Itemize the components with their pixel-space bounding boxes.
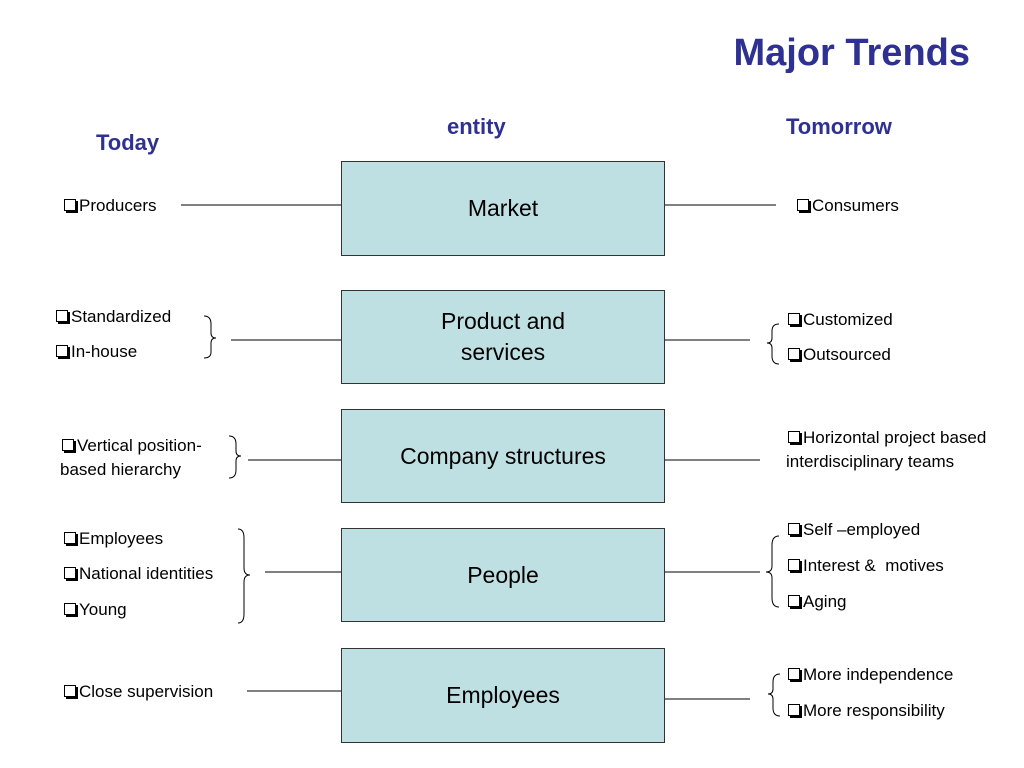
tomorrow-item: More independence <box>786 665 953 685</box>
brace-left <box>767 673 781 717</box>
checkbox-bullet-icon <box>788 348 800 360</box>
entity-box-employees: Employees <box>341 648 665 743</box>
brace-left <box>766 323 780 365</box>
checkbox-bullet-icon <box>788 704 800 716</box>
entity-box-people: People <box>341 528 665 622</box>
entity-label: Market <box>467 195 539 221</box>
today-item: Vertical position-based hierarchy <box>60 436 202 479</box>
today-item: Standardized <box>54 307 171 327</box>
tomorrow-item: Interest & motives <box>786 556 944 576</box>
today-item: In-house <box>54 342 137 362</box>
checkbox-bullet-icon <box>56 310 68 322</box>
entity-label: Company structures <box>400 442 606 469</box>
checkbox-bullet-icon <box>797 199 809 211</box>
brace-left <box>765 535 780 608</box>
today-item: Producers <box>62 196 156 216</box>
checkbox-bullet-icon <box>788 431 800 443</box>
brace-right <box>228 435 242 479</box>
today-item: Close supervision <box>62 682 213 702</box>
checkbox-bullet-icon <box>788 559 800 571</box>
checkbox-bullet-icon <box>64 199 76 211</box>
checkbox-bullet-icon <box>788 523 800 535</box>
entity-box-market: Market <box>341 161 665 256</box>
tomorrow-item: Aging <box>786 592 846 612</box>
checkbox-bullet-icon <box>788 668 800 680</box>
entity-label: Product and <box>440 308 566 334</box>
entity-label: People <box>467 561 539 588</box>
checkbox-bullet-icon <box>62 439 74 451</box>
tomorrow-item: Consumers <box>795 196 899 216</box>
brace-right <box>203 315 217 359</box>
tomorrow-item: Self –employed <box>786 520 920 540</box>
entity-label: Employees <box>446 682 560 708</box>
checkbox-bullet-icon <box>64 603 76 615</box>
today-item: Employees <box>62 529 163 549</box>
slide-title: Major Trends <box>733 32 971 74</box>
brace-right <box>237 528 251 624</box>
checkbox-bullet-icon <box>788 595 800 607</box>
entity-box-company-structures: Company structures <box>341 409 665 503</box>
entity-label: services <box>460 339 546 365</box>
today-item: National identities <box>62 564 213 584</box>
tomorrow-item: Horizontal project based interdisciplina… <box>786 428 987 471</box>
entity-box-product-services: Product and services <box>341 290 665 384</box>
checkbox-bullet-icon <box>788 313 800 325</box>
header-today: Today <box>96 130 160 155</box>
header-entity: entity <box>447 114 506 139</box>
checkbox-bullet-icon <box>56 345 68 357</box>
checkbox-bullet-icon <box>64 685 76 697</box>
tomorrow-item: Outsourced <box>786 345 891 365</box>
checkbox-bullet-icon <box>64 567 76 579</box>
header-tomorrow: Tomorrow <box>786 114 892 139</box>
today-item: Young <box>62 600 127 620</box>
tomorrow-item: More responsibility <box>786 701 945 721</box>
checkbox-bullet-icon <box>64 532 76 544</box>
tomorrow-item: Customized <box>786 310 893 330</box>
